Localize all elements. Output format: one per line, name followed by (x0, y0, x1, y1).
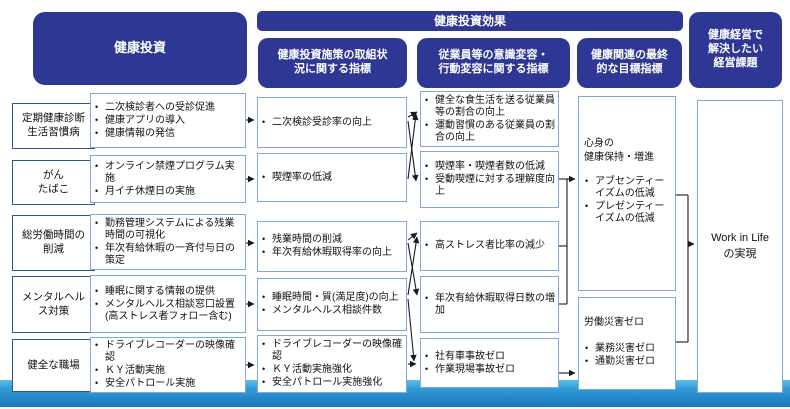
bullet-item: 睡眠時間・質(満足度)の向上 (261, 292, 404, 304)
behavior-box-1: 健全な食生活を送る従業員等の割合の向上運動習慣のある従業員の割合の向上 (420, 91, 559, 147)
bullet-item: 年次有給休暇取得日数の増加 (424, 293, 556, 317)
category-periodic-checkup-lifestyle: 定期健康診断 生活習慣病 (12, 103, 95, 149)
category-mental-health: メンタルヘル ス対策 (12, 276, 95, 333)
final-target-list-1: アブセンティーイズムの低減プレゼンティーイズムの低減 (581, 173, 673, 228)
bullet-item: 月イチ休煙日の実施 (94, 186, 243, 198)
implementation-list-3: 残業時間の削減年次有給休暇取得率の向上 (258, 231, 406, 262)
behavior-box-2: 喫煙率・喫煙者数の低減受動喫煙に対する理解度向上 (420, 151, 559, 208)
implementation-list-2: 喫煙率の低減 (258, 169, 406, 187)
bullet-item: 健康アプリの導入 (94, 115, 243, 127)
bullet-item: 業務災害ゼロ (584, 343, 671, 355)
bullet-item: 二次検診者への受診促進 (94, 102, 243, 114)
implementation-box-2: 喫煙率の低減 (257, 153, 407, 202)
header-implementation-indicators: 健康投資施策の取組状 況に関する指標 (258, 38, 407, 88)
bullet-item: 高ストレス者比率の減少 (424, 240, 556, 252)
bullet-item: メンタルヘルス相談窓口設置(高ストレス者フォロー含む) (94, 299, 243, 323)
bullet-item: 通勤災害ゼロ (584, 356, 671, 368)
investment-list-1: 二次検診者への受診促進健康アプリの導入健康情報の発信 (91, 99, 245, 143)
bullet-item: 二次検診受診率の向上 (261, 117, 404, 129)
bullet-item: アブセンティーイズムの低減 (584, 176, 671, 200)
investment-box-4: 睡眠に関する情報の提供メンタルヘルス相談窓口設置(高ストレス者フォロー含む) (90, 275, 246, 333)
bullet-item: メンタルヘルス相談件数 (261, 305, 404, 317)
implementation-list-4: 睡眠時間・質(満足度)の向上メンタルヘルス相談件数 (258, 289, 406, 320)
implementation-list-5: ドライブレコーダーの映像確認ＫＹ活動実施強化安全パトロール実施強化 (258, 336, 406, 392)
final-target-heading-2: 労働災害ゼロ (584, 317, 644, 328)
investment-box-1: 二次検診者への受診促進健康アプリの導入健康情報の発信 (90, 93, 246, 148)
behavior-list-3: 高ストレス者比率の減少 (421, 237, 558, 255)
bullet-item: ＫＹ活動実施 (94, 365, 243, 377)
bullet-item: 作業現場事故ゼロ (424, 364, 556, 376)
bullet-item: 睡眠に関する情報の提供 (94, 286, 243, 298)
category-total-working-hours: 総労働時間の 削減 (12, 215, 95, 271)
bullet-item: ドライブレコーダーの映像確認 (261, 339, 404, 363)
final-target-box-2: 労働災害ゼロ 業務災害ゼロ通勤災害ゼロ (578, 297, 676, 390)
implementation-box-1: 二次検診受診率の向上 (257, 97, 407, 148)
bullet-item: 勤務管理システムによる残業時間の可視化 (94, 218, 243, 242)
bullet-item: 安全パトロール実施 (94, 378, 243, 390)
behavior-list-1: 健全な食生活を送る従業員等の割合の向上運動習慣のある従業員の割合の向上 (421, 92, 558, 147)
behavior-list-5: 社有車事故ゼロ作業現場事故ゼロ (421, 348, 558, 379)
behavior-box-5: 社有車事故ゼロ作業現場事故ゼロ (420, 338, 559, 388)
final-target-heading-1: 心身の 健康保持・増進 (584, 138, 654, 163)
final-target-box-1: 心身の 健康保持・増進 アブセンティーイズムの低減プレゼンティーイズムの低減 (578, 96, 676, 291)
banner-health-investment-effect: 健康投資効果 (257, 11, 683, 31)
bullet-item: 安全パトロール実施強化 (261, 377, 404, 389)
bullet-item: ＫＹ活動実施強化 (261, 364, 404, 376)
implementation-box-5: ドライブレコーダーの映像確認ＫＹ活動実施強化安全パトロール実施強化 (257, 335, 407, 393)
investment-list-5: ドライブレコーダーの映像確認ＫＹ活動実施安全パトロール実施 (91, 337, 245, 393)
bullet-item: 健康情報の発信 (94, 128, 243, 140)
investment-list-2: オンライン禁煙プログラム実施月イチ休煙日の実施 (91, 158, 245, 201)
implementation-box-4: 睡眠時間・質(満足度)の向上メンタルヘルス相談件数 (257, 278, 407, 331)
bullet-item: 受動喫煙に対する理解度向上 (424, 174, 556, 198)
behavior-box-4: 年次有給休暇取得日数の増加 (420, 276, 559, 333)
investment-box-3: 勤務管理システムによる残業時間の可視化年次有給休暇の一斉付与日の策定 (90, 214, 246, 270)
investment-list-3: 勤務管理システムによる残業時間の可視化年次有給休暇の一斉付与日の策定 (91, 215, 245, 270)
header-health-investment: 健康投資 (33, 12, 247, 85)
behavior-list-4: 年次有給休暇取得日数の増加 (421, 290, 558, 320)
bullet-item: オンライン禁煙プログラム実施 (94, 161, 243, 185)
goal-work-in-life: Work in Life の実現 (697, 100, 783, 393)
bullet-item: ドライブレコーダーの映像確認 (94, 340, 243, 364)
bullet-item: 喫煙率の低減 (261, 172, 404, 184)
bullet-item: 年次有給休暇取得率の向上 (261, 247, 404, 259)
bullet-item: プレゼンティーイズムの低減 (584, 201, 671, 225)
bullet-item: 残業時間の削減 (261, 234, 404, 246)
bullet-item: 喫煙率・喫煙者数の低減 (424, 161, 556, 173)
final-target-list-2: 業務災害ゼロ通勤災害ゼロ (581, 340, 673, 371)
implementation-list-1: 二次検診受診率の向上 (258, 114, 406, 132)
bullet-item: 年次有給休暇の一斉付与日の策定 (94, 243, 243, 267)
category-healthy-workplace: 健全な職場 (12, 339, 95, 392)
header-management-issues: 健康経営で 解決したい 経営課題 (689, 12, 782, 88)
bullet-item: 社有車事故ゼロ (424, 351, 556, 363)
behavior-box-3: 高ストレス者比率の減少 (420, 221, 559, 271)
behavior-list-2: 喫煙率・喫煙者数の低減受動喫煙に対する理解度向上 (421, 158, 558, 201)
header-behavior-indicators: 従業員等の意識変容・ 行動変容に関する指標 (417, 38, 570, 88)
implementation-box-3: 残業時間の削減年次有給休暇取得率の向上 (257, 221, 407, 272)
bullet-item: 運動習慣のある従業員の割合の向上 (424, 120, 556, 144)
bullet-item: 健全な食生活を送る従業員等の割合の向上 (424, 95, 556, 119)
header-final-target-indicators: 健康関連の最終 的な目標指標 (577, 38, 682, 88)
investment-box-2: オンライン禁煙プログラム実施月イチ休煙日の実施 (90, 155, 246, 203)
investment-box-5: ドライブレコーダーの映像確認ＫＹ活動実施安全パトロール実施 (90, 337, 246, 393)
investment-list-4: 睡眠に関する情報の提供メンタルヘルス相談窓口設置(高ストレス者フォロー含む) (91, 283, 245, 326)
category-cancer-tobacco: がん たばこ (12, 160, 95, 205)
